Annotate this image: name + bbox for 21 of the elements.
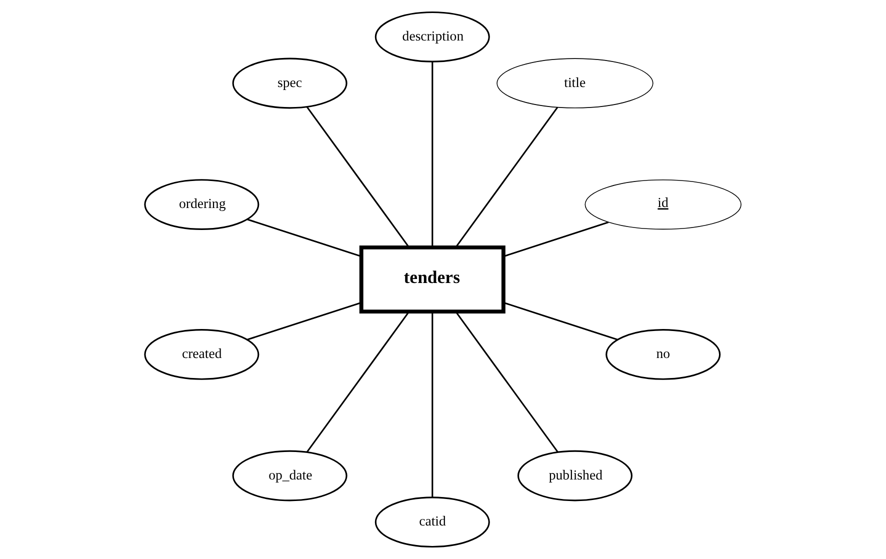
node-ellipse: published <box>517 450 632 502</box>
node-ellipse: id <box>584 179 742 230</box>
node-ellipse: op_date <box>232 450 348 502</box>
connector <box>432 312 434 498</box>
node-box: tenders <box>359 245 506 314</box>
connector <box>306 311 410 453</box>
node-ellipse: no <box>606 329 721 380</box>
connector <box>503 222 609 258</box>
node-ellipse: catid <box>374 496 490 548</box>
connector <box>504 302 618 340</box>
connector <box>455 106 558 248</box>
connector <box>247 218 362 258</box>
node-ellipse: spec <box>232 58 348 109</box>
node-ellipse: ordering <box>144 179 260 230</box>
connector <box>247 302 362 340</box>
connector <box>432 62 434 248</box>
node-ellipse: created <box>144 329 260 380</box>
connector <box>306 106 410 248</box>
connector <box>455 311 558 453</box>
node-ellipse: description <box>374 11 490 62</box>
node-ellipse: title <box>496 58 654 108</box>
